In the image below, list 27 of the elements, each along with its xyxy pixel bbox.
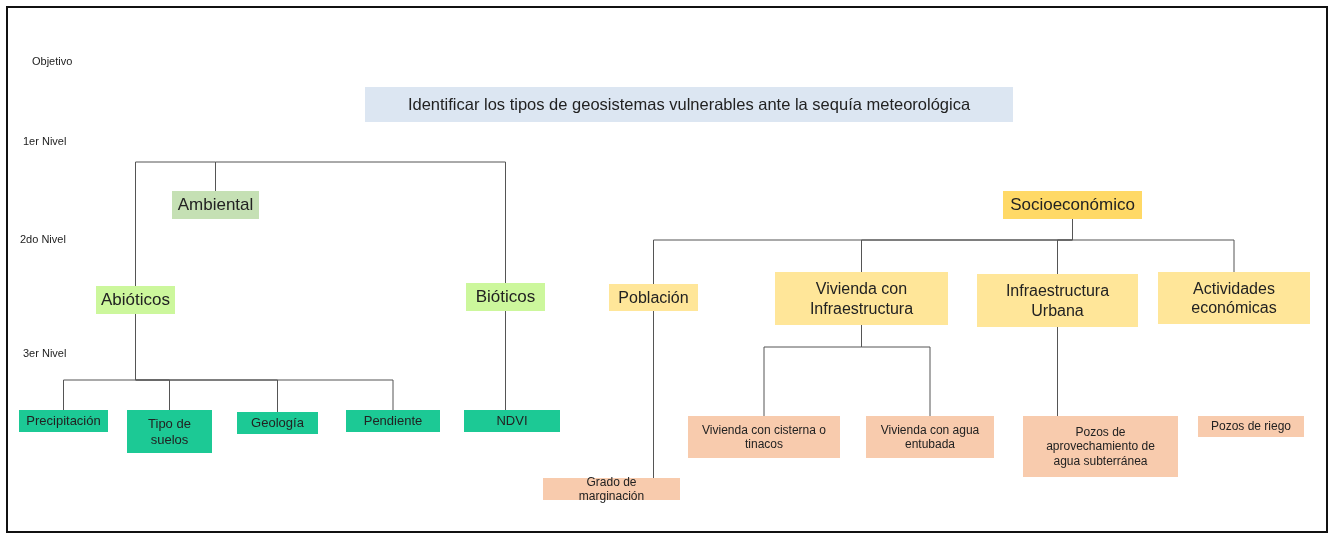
category-box: Ambiental (172, 191, 259, 219)
subcategory-box: Vivienda con Infraestructura (775, 272, 948, 325)
connector-line (505, 310, 506, 411)
level-label: Objetivo (32, 55, 73, 67)
objective-title: Identificar los tipos de geosistemas vulnerables ante la sequía meteorológica (365, 87, 1013, 122)
connector-line (653, 310, 654, 479)
indicator-box: Precipitación (19, 410, 108, 432)
indicator-box: Pozos de aprovechamiento de agua subterránea (1023, 416, 1178, 477)
subcategory-box: Abióticos (96, 286, 175, 314)
connector-line (1057, 326, 1058, 417)
level-label: 2do Nivel (20, 233, 66, 245)
connector-line (215, 161, 506, 284)
subcategory-box: Población (609, 284, 698, 311)
subcategory-box: Infraestructura Urbana (977, 274, 1138, 327)
subcategory-box: Bióticos (466, 283, 545, 311)
category-box: Socioeconómico (1003, 191, 1142, 219)
indicator-box: NDVI (464, 410, 560, 432)
indicator-box: Pozos de riego (1198, 416, 1304, 437)
level-label: 3er Nivel (23, 347, 67, 359)
level-label: 1er Nivel (23, 135, 67, 147)
indicator-box: Vivienda con cisterna o tinacos (688, 416, 840, 458)
connector-line (135, 161, 216, 287)
indicator-box: Tipo de suelos (127, 410, 212, 453)
indicator-box: Geología (237, 412, 318, 434)
subcategory-box: Actividades económicas (1158, 272, 1310, 324)
indicator-box: Vivienda con agua entubada (866, 416, 994, 458)
indicator-box: Pendiente (346, 410, 440, 432)
